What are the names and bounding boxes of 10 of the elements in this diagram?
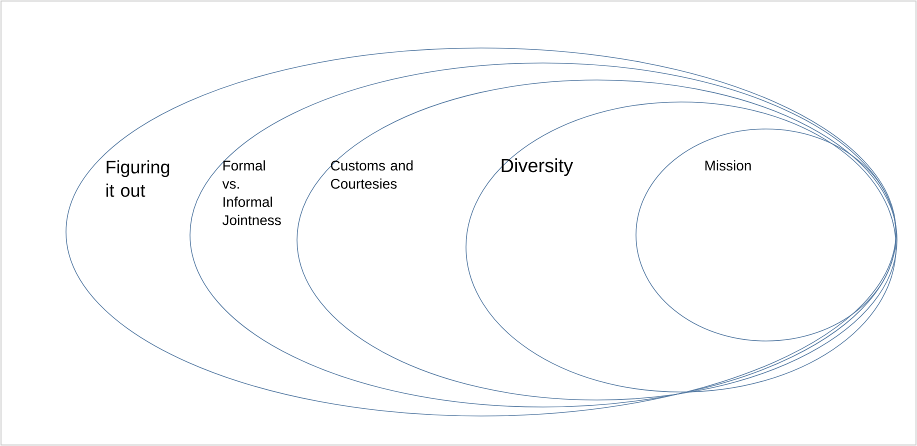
ellipse (66, 48, 896, 416)
ellipse (190, 62, 896, 408)
ellipse-label: Customs and Courtesies (330, 160, 413, 189)
ellipse (466, 102, 896, 392)
ellipse-label: Diversity (502, 158, 574, 176)
ellipse-label: Mission (705, 160, 751, 171)
ellipse-label: Figuring it out (106, 160, 170, 197)
ellipse (296, 80, 898, 400)
ellipse (636, 128, 896, 342)
ellipse-label: Formal vs. Informal Jointness (222, 160, 281, 226)
